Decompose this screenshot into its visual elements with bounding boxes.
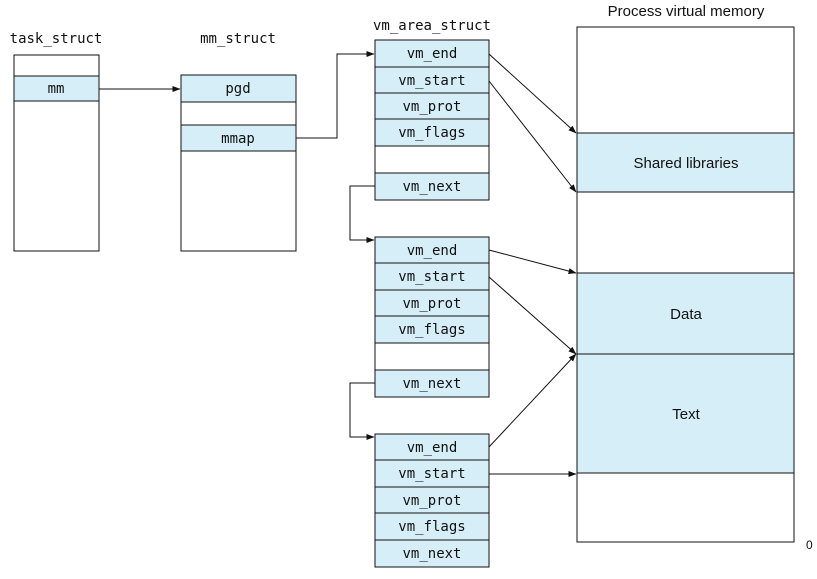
vm-area-1-vm-end-label: vm_end	[407, 46, 458, 62]
vm-area-2-vm-flags	[374, 315, 490, 344]
arrow-area-2-start	[488, 276, 577, 355]
vm-area-2-vm-start-label: vm_start	[398, 269, 465, 285]
address-zero-label: 0	[806, 538, 813, 552]
process-virtual-memory: Process virtual memory Shared libraries …	[576, 3, 813, 552]
vm-area-2-vm-next-label: vm_next	[402, 376, 461, 392]
vm-area-3-vm-flags	[374, 512, 490, 541]
shared-libraries-region	[576, 132, 795, 193]
shared-libraries-label: Shared libraries	[633, 155, 738, 172]
mm-struct-title: mm_struct	[200, 31, 276, 47]
vm-area-1: vm_end vm_start vm_prot vm_flags vm_next	[374, 39, 490, 201]
arrow-area-2-end	[488, 249, 577, 274]
vm-area-struct-title: vm_area_struct	[373, 18, 491, 34]
vm-area-3-vm-next-label: vm_next	[402, 546, 461, 562]
vm-area-3-vm-start	[374, 459, 490, 488]
task-struct-field-mm	[13, 75, 100, 102]
vm-area-3-vm-prot	[374, 486, 490, 514]
mm-struct: mm_struct pgd mmap	[180, 31, 297, 252]
vm-area-1-vm-flags-label: vm_flags	[398, 125, 465, 141]
process-memory-title: Process virtual memory	[608, 3, 765, 20]
data-region-label: Data	[670, 306, 702, 323]
vm-area-2-vm-prot-label: vm_prot	[402, 296, 461, 312]
mm-struct-field-mmap	[180, 124, 297, 152]
vm-area-3-vm-end-label: vm_end	[407, 440, 458, 456]
task-struct: task_struct mm	[10, 31, 103, 252]
task-struct-title: task_struct	[10, 31, 103, 47]
arrow-mmap-to-vm-area-1	[296, 51, 375, 139]
arrow-area-1-end	[488, 53, 577, 134]
text-region	[576, 353, 795, 474]
vm-area-1-vm-prot-label: vm_prot	[402, 99, 461, 115]
vm-area-3-vm-end	[374, 433, 490, 461]
vm-area-3: vm_end vm_start vm_prot vm_flags vm_next	[374, 433, 490, 568]
vm-area-3-vm-prot-label: vm_prot	[402, 493, 461, 509]
data-region	[576, 272, 795, 355]
arrow-area-3-end	[488, 353, 577, 448]
vm-area-1-vm-next	[374, 172, 490, 201]
vm-area-2-vm-flags-label: vm_flags	[398, 322, 465, 338]
arrow-vm-next-1-to-vm-area-2	[349, 185, 375, 243]
mm-struct-field-pgd	[180, 74, 297, 103]
pointer-arrows	[99, 51, 577, 477]
vm-area-2-vm-end-label: vm_end	[407, 243, 458, 259]
vm-area-3-vm-start-label: vm_start	[398, 466, 465, 482]
vm-area-1-vm-start-label: vm_start	[398, 73, 465, 89]
vm-area-1-vm-flags	[374, 118, 490, 147]
text-region-label: Text	[672, 406, 700, 423]
vm-area-3-vm-flags-label: vm_flags	[398, 519, 465, 535]
vm-area-1-vm-start	[374, 66, 490, 94]
mm-struct-field-mmap-label: mmap	[221, 131, 255, 147]
mm-struct-field-pgd-label: pgd	[225, 81, 250, 97]
task-struct-field-mm-label: mm	[48, 81, 65, 97]
vm-area-1-vm-next-label: vm_next	[402, 179, 461, 195]
vm-area-3-vm-next	[374, 539, 490, 568]
arrow-vm-next-2-to-vm-area-3	[349, 382, 375, 440]
vm-area-2: vm_end vm_start vm_prot vm_flags vm_next	[374, 236, 490, 398]
vm-area-2-vm-start	[374, 262, 490, 291]
arrow-area-1-start	[488, 80, 577, 193]
